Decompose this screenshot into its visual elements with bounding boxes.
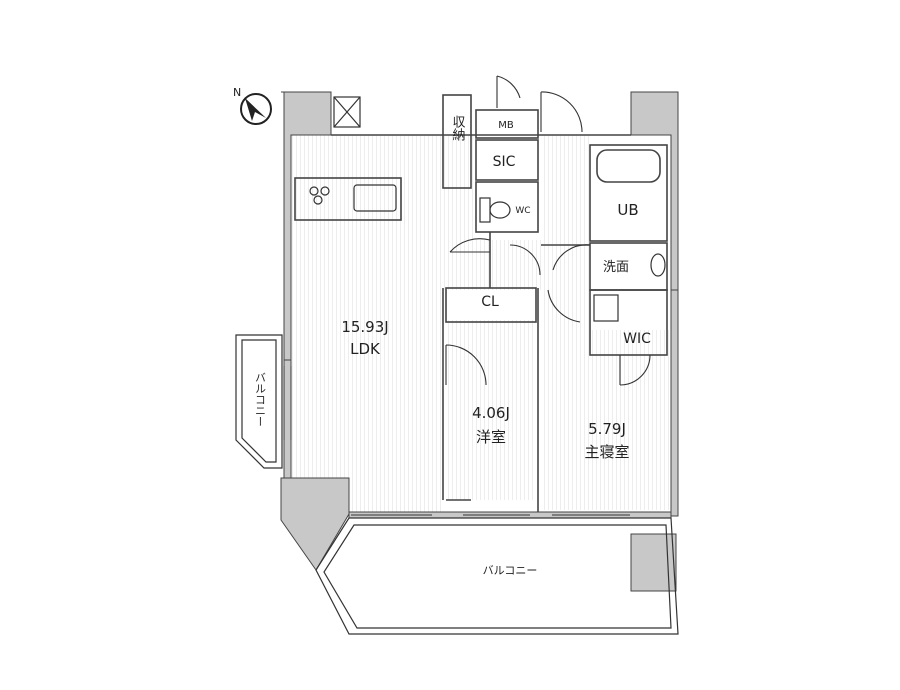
washroom-label: 洗面 xyxy=(603,260,629,275)
main-balcony-label: バルコニー xyxy=(483,564,538,577)
storage-label: 収納 xyxy=(450,115,466,142)
balconies xyxy=(235,334,679,635)
compass-letter: N xyxy=(233,86,241,99)
master-bedroom-name: 主寝室 xyxy=(584,443,629,461)
north-arrow-icon xyxy=(240,93,272,125)
compass: N xyxy=(233,86,272,125)
side-balcony-label: バルコニー xyxy=(254,372,267,427)
master-bedroom-size: 5.79J xyxy=(588,420,626,438)
windows xyxy=(283,366,630,516)
floors xyxy=(291,135,671,514)
stove-icon xyxy=(309,186,330,205)
washing-machine-icon xyxy=(593,294,619,322)
sic-label: SIC xyxy=(493,154,516,170)
western-room-name: 洋室 xyxy=(476,428,506,446)
toilet-icon xyxy=(479,197,511,223)
fixtures xyxy=(309,96,666,322)
western-room-size: 4.06J xyxy=(472,404,510,422)
wic-label: WIC xyxy=(623,331,651,347)
ub-label: UB xyxy=(617,201,638,219)
labels: 15.93J LDK 4.06J 洋室 5.79J 主寝室 UB 洗面 WIC … xyxy=(254,115,652,577)
wc-label: WC xyxy=(515,206,530,216)
wash-basin-icon xyxy=(650,253,666,277)
kitchen-sink-icon xyxy=(353,184,397,212)
ldk-size: 15.93J xyxy=(341,318,388,336)
doors xyxy=(445,75,651,386)
cl-label: CL xyxy=(481,294,499,310)
mb-label: MB xyxy=(498,120,514,131)
ldk-name: LDK xyxy=(350,340,381,358)
partitions xyxy=(294,94,668,512)
